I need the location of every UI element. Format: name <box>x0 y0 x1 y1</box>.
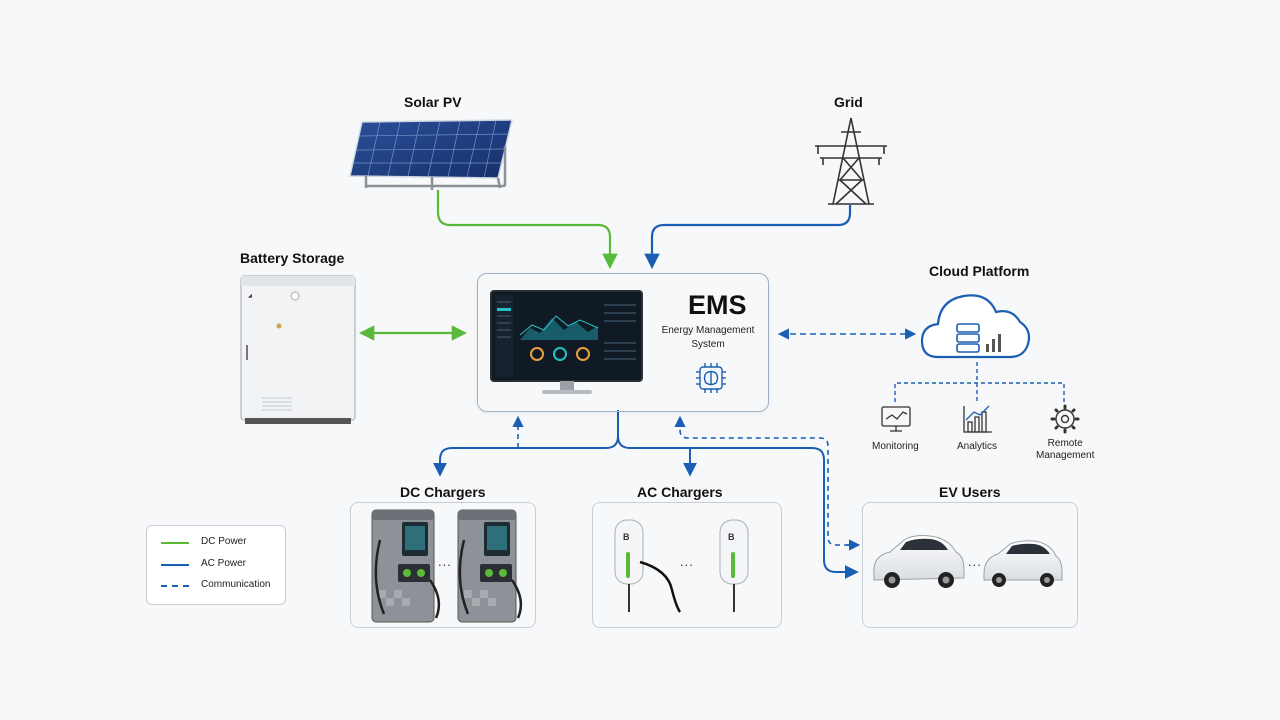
legend-label-ac-power: AC Power <box>201 558 247 569</box>
gear-icon <box>1050 404 1080 434</box>
solar-pv-label: Solar PV <box>404 94 462 110</box>
battery-storage-label: Battery Storage <box>240 250 345 266</box>
ems-to-ev-users-line <box>690 447 859 579</box>
grid-label: Grid <box>834 94 863 110</box>
ac-charger-2-illustration: B <box>719 519 749 612</box>
ems-monitor-illustration <box>490 290 643 394</box>
ac-chargers-label: AC Chargers <box>637 484 723 500</box>
ems-node[interactable]: EMS Energy Management System <box>477 273 769 412</box>
svg-text:◢: ◢ <box>248 293 252 299</box>
bar-chart-icon <box>963 405 992 433</box>
legend: DC Power AC Power Communication <box>146 525 286 605</box>
dc-charger-1-illustration <box>371 509 441 623</box>
ems-to-dc-chargers-line <box>433 410 619 477</box>
svg-text:B: B <box>623 532 630 542</box>
battery-cabinet-illustration: ◢ <box>240 275 356 424</box>
ac-chargers-node[interactable] <box>592 502 782 628</box>
svg-text:B: B <box>728 532 735 542</box>
solar-panel-illustration <box>349 119 513 190</box>
ev-users-label: EV Users <box>939 484 1001 500</box>
solar-to-ems-line <box>436 190 618 270</box>
grid-to-ems-line <box>644 205 852 270</box>
legend-swatch-dc-power <box>161 542 189 544</box>
legend-label-communication: Communication <box>201 579 271 590</box>
ev-users-ellipsis: ... <box>968 554 982 569</box>
ems-to-ac-chargers-line <box>617 435 697 477</box>
flow-lines <box>358 190 1065 579</box>
ev-users-comm-line <box>674 415 858 546</box>
ev-users-node[interactable] <box>862 502 1078 628</box>
dc-charger-2-illustration <box>457 509 523 623</box>
dc-chargers-label: DC Chargers <box>400 484 486 500</box>
ems-subtitle: Energy Management System <box>661 325 755 350</box>
monitoring-label: Monitoring <box>872 441 919 452</box>
cloud-icon <box>920 294 1031 359</box>
legend-label-dc-power: DC Power <box>201 536 247 547</box>
cloud-services-line <box>894 362 1065 402</box>
ai-chip-icon <box>696 363 726 393</box>
monitor-chart-icon <box>881 406 911 432</box>
analytics-label: Analytics <box>957 441 998 452</box>
legend-swatch-communication <box>161 585 189 587</box>
ac-charger-1-illustration: B <box>614 519 682 613</box>
remote-management-label: Remote Management <box>1036 438 1095 461</box>
ev-car-2-illustration <box>983 540 1063 587</box>
ac-chargers-ellipsis: ... <box>680 554 694 569</box>
dc-chargers-ellipsis: ... <box>438 554 452 569</box>
ev-car-1-illustration <box>873 535 965 588</box>
ems-title: EMS <box>688 290 747 320</box>
legend-swatch-ac-power <box>161 564 189 566</box>
cloud-platform-label: Cloud Platform <box>929 263 1030 279</box>
dc-chargers-node[interactable] <box>350 502 536 628</box>
grid-tower-illustration <box>815 117 887 205</box>
